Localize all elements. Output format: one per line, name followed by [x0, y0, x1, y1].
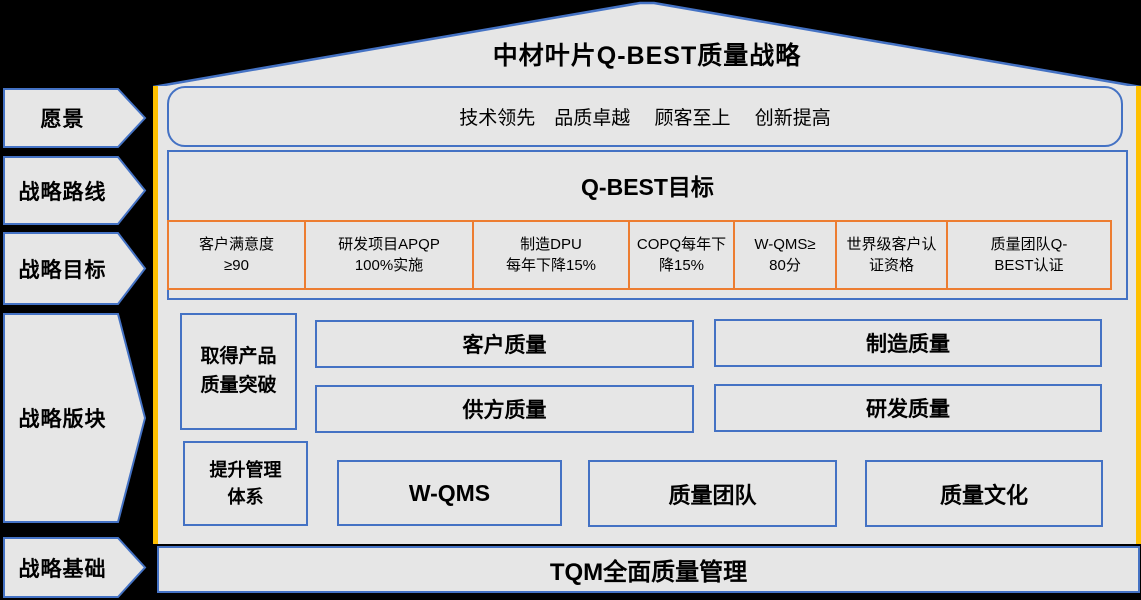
block-wqms: W-QMS: [337, 460, 562, 526]
roof-shape: [153, 1, 1141, 89]
goal-team-cert: 质量团队Q- BEST认证: [946, 220, 1112, 290]
page-title: 中材叶片Q-BEST质量战略: [492, 42, 802, 70]
sidebar-item-strategic-blocks: 战略版块: [3, 313, 147, 523]
sidebar-item-strategic-foundation: 战略基础: [3, 537, 147, 598]
tqm-foundation-bar: TQM全面质量管理: [157, 546, 1140, 593]
goal-wqms-score: W-QMS≥ 80分: [733, 220, 837, 290]
block-product-breakthrough: 取得产品 质量突破: [180, 313, 297, 430]
block-rnd-quality: 研发质量: [714, 384, 1102, 432]
left-edge-stripe: [153, 86, 158, 544]
qbest-goals-section: Q-BEST目标 客户满意度 ≥90 研发项目APQP 100%实施 制造DPU…: [167, 150, 1128, 300]
sidebar-item-strategic-route: 战略路线: [3, 156, 147, 225]
block-quality-team: 质量团队: [588, 460, 837, 527]
sidebar-item-vision: 愿景: [3, 88, 147, 148]
goal-dpu: 制造DPU 每年下降15%: [472, 220, 630, 290]
block-manufacturing-quality: 制造质量: [714, 319, 1102, 367]
goal-apqp: 研发项目APQP 100%实施: [304, 220, 474, 290]
block-management-system: 提升管理 体系: [183, 441, 308, 526]
goal-world-class-cert: 世界级客户认 证资格: [835, 220, 948, 290]
sidebar-item-strategic-goals: 战略目标: [3, 232, 147, 305]
sidebar-item-label: 战略版块: [18, 408, 107, 431]
qbest-goals-title: Q-BEST目标: [581, 174, 714, 200]
goal-customer-satisfaction: 客户满意度 ≥90: [167, 220, 306, 290]
sidebar-item-label: 战略目标: [18, 258, 107, 282]
right-edge-stripe: [1136, 86, 1141, 544]
block-quality-culture: 质量文化: [865, 460, 1103, 527]
sidebar-item-label: 战略路线: [18, 180, 107, 204]
block-customer-quality: 客户质量: [315, 320, 694, 368]
vision-statement-box: 技术领先 品质卓越 顾客至上 创新提高: [167, 86, 1123, 147]
goal-copq: COPQ每年下 降15%: [628, 220, 735, 290]
block-supplier-quality: 供方质量: [315, 385, 694, 433]
sidebar-item-label: 战略基础: [18, 557, 107, 581]
qbest-goals-row: 客户满意度 ≥90 研发项目APQP 100%实施 制造DPU 每年下降15% …: [167, 220, 1112, 290]
sidebar-item-label: 愿景: [40, 108, 85, 131]
